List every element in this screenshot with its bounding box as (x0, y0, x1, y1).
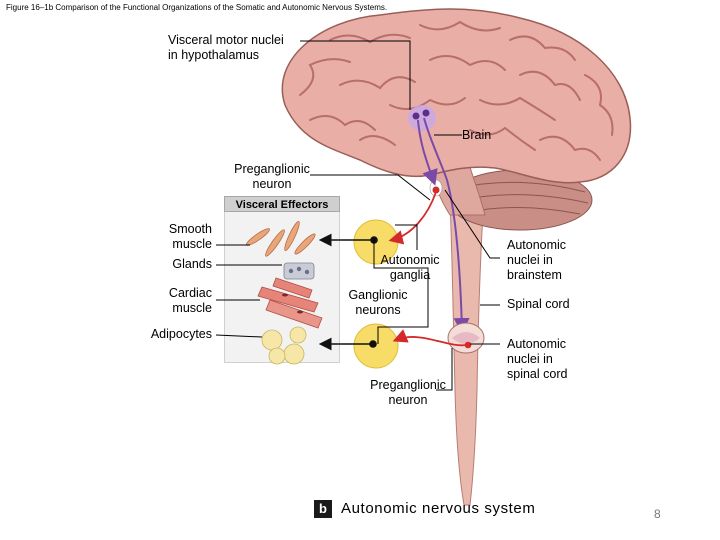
label-spinal-nuclei-line3: spinal cord (507, 367, 568, 381)
page-number: 8 (654, 507, 661, 521)
label-cardiac-muscle-line1: Cardiac (168, 286, 212, 300)
label-brainstem-nuclei: Autonomic nuclei in brainstem (507, 238, 566, 283)
label-cardiac-muscle-line2: muscle (172, 301, 212, 315)
label-autonomic-ganglia-line1: Autonomic (380, 253, 440, 267)
preganglionic-fiber-upper (388, 191, 437, 245)
smooth-muscle-cells (246, 221, 316, 257)
label-adipocytes: Adipocytes (150, 327, 212, 341)
leader-brainstem (444, 189, 500, 259)
label-brainstem-nuclei-line2: nuclei in (507, 253, 553, 267)
label-preganglionic-top-line1: Preganglionic (234, 162, 310, 176)
leader-visceral-motor (300, 40, 411, 110)
visceral-effectors-title: Visceral Effectors (224, 196, 340, 212)
label-spinal-nuclei-line1: Autonomic (507, 337, 567, 351)
label-preganglionic-bottom: Preganglionic neuron (358, 378, 458, 408)
label-autonomic-ganglia: Autonomic ganglia (370, 253, 450, 283)
preganglionic-fiber-lower (392, 329, 467, 347)
caption-letter: b (314, 500, 332, 518)
label-preganglionic-top: Preganglionic neuron (216, 162, 328, 192)
leader-preganglionic-top (310, 174, 431, 201)
label-preganglionic-bottom-line1: Preganglionic (370, 378, 446, 392)
gland-cells (283, 262, 315, 280)
hypothalamus-nucleus (408, 105, 436, 131)
label-ganglionic-neurons-line2: neurons (355, 303, 401, 317)
label-brainstem-nuclei-line1: Autonomic (507, 238, 567, 252)
label-preganglionic-bottom-line2: neuron (388, 393, 428, 407)
leader-ganglionic-neurons (373, 240, 429, 344)
leader-adipocytes (215, 334, 263, 338)
label-smooth-muscle-line2: muscle (172, 237, 212, 251)
label-spinal-nuclei-line2: nuclei in (507, 352, 553, 366)
label-brain: Brain (462, 128, 492, 142)
label-visceral-motor-line1: Visceral motor nuclei (168, 33, 284, 47)
label-cardiac-muscle: Cardiac muscle (130, 286, 212, 316)
label-autonomic-ganglia-line2: ganglia (389, 268, 431, 282)
label-spinal-cord: Spinal cord (507, 297, 570, 311)
visceral-motor-tract (423, 117, 470, 334)
label-glands: Glands (172, 257, 212, 271)
adipocyte-cells (261, 326, 307, 365)
label-spinal-nuclei: Autonomic nuclei in spinal cord (507, 337, 567, 382)
label-brainstem-nuclei-line3: brainstem (507, 268, 562, 282)
figure-title: Figure 16–1b Comparison of the Functiona… (6, 3, 388, 12)
label-visceral-motor: Visceral motor nuclei in hypothalamus (168, 33, 284, 63)
label-smooth-muscle-line1: Smooth (168, 222, 212, 236)
caption-text: Autonomic nervous system (341, 500, 536, 517)
label-ganglionic-neurons: Ganglionic neurons (338, 288, 418, 318)
cardiac-muscle-tissue (257, 277, 323, 329)
label-ganglionic-neurons-line1: Ganglionic (348, 288, 408, 302)
label-smooth-muscle: Smooth muscle (130, 222, 212, 252)
leader-preganglionic-bottom (436, 348, 453, 391)
label-preganglionic-top-line2: neuron (252, 177, 292, 191)
label-visceral-motor-line2: in hypothalamus (168, 48, 260, 62)
leader-autonomic-ganglia (395, 224, 418, 250)
